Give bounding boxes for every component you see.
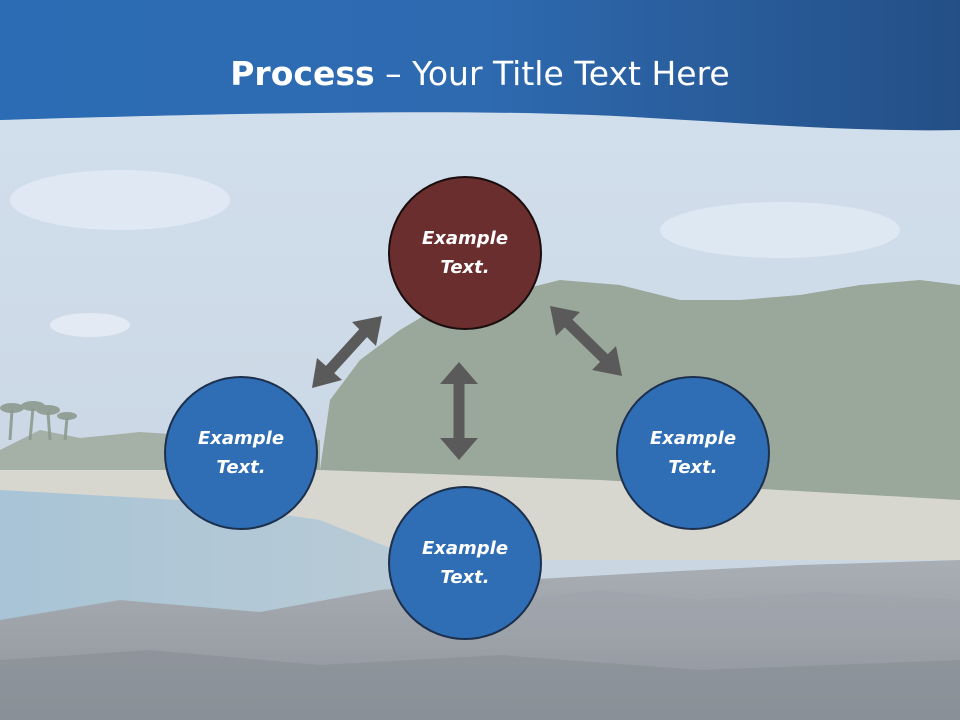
process-node-right[interactable]: Example Text. [616, 376, 770, 530]
process-node-top[interactable]: Example Text. [388, 176, 542, 330]
title-rest: – Your Title Text Here [374, 54, 730, 93]
node-bottom-text: Example Text. [421, 538, 509, 588]
node-left-text: Example Text. [197, 428, 285, 478]
node-right-text: Example Text. [649, 428, 737, 478]
node-top-text: Example Text. [421, 228, 509, 278]
slide-title: Process – Your Title Text Here [0, 52, 960, 96]
process-node-left[interactable]: Example Text. [164, 376, 318, 530]
title-bold: Process [230, 54, 375, 93]
process-node-bottom[interactable]: Example Text. [388, 486, 542, 640]
